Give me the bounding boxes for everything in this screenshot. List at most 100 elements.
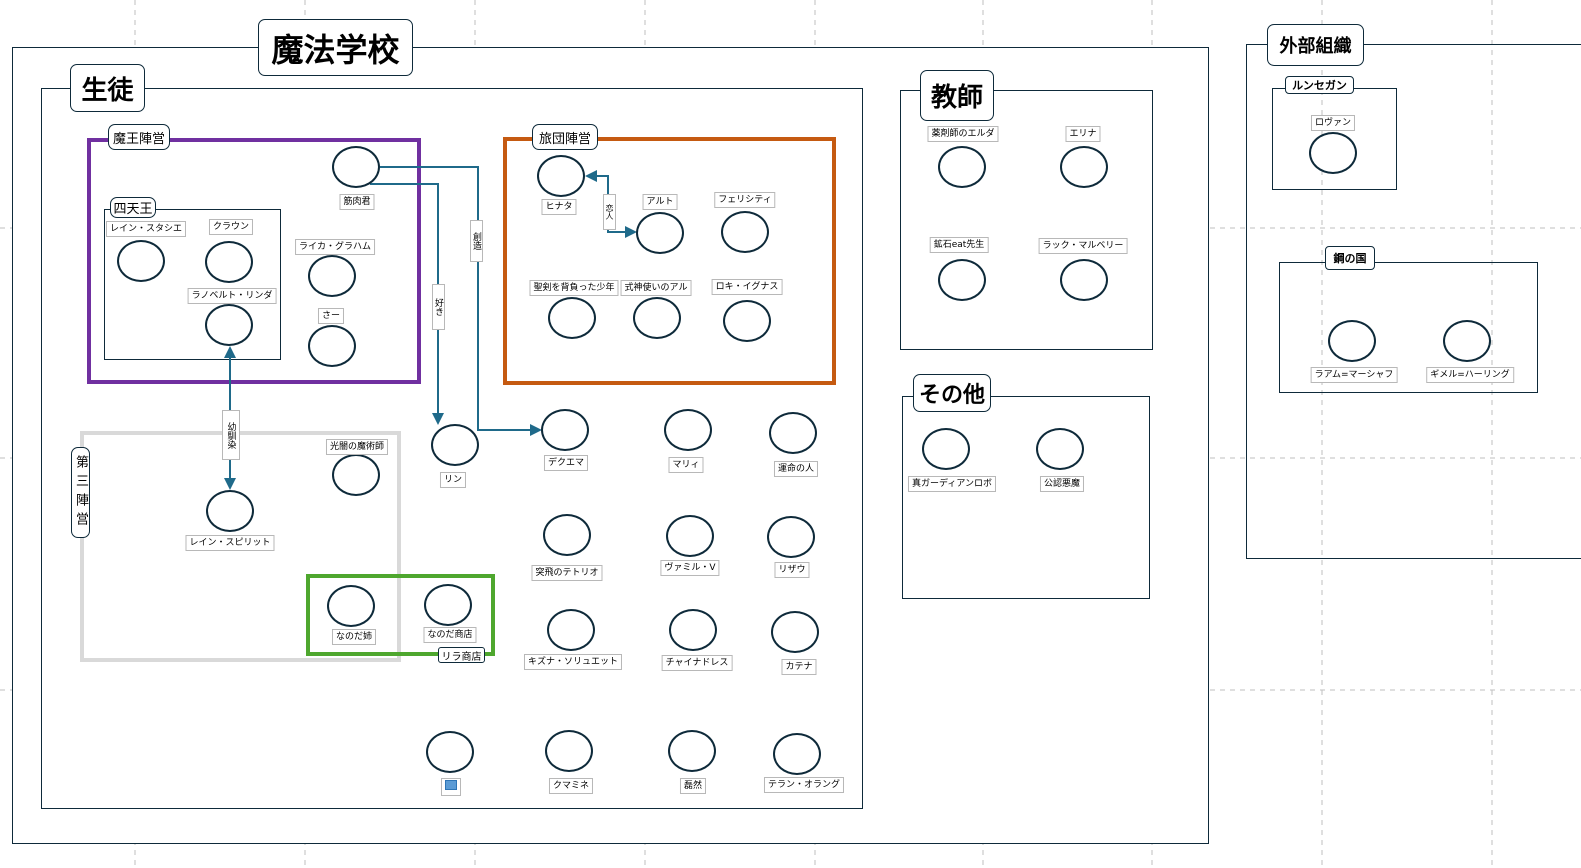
person-node[interactable] — [767, 516, 815, 558]
person-label: ロヴァン — [1310, 115, 1356, 131]
person-label: マリィ — [668, 457, 704, 473]
edge-label-like: 好き — [432, 284, 445, 330]
person-node[interactable] — [117, 240, 165, 282]
person-node[interactable] — [922, 428, 970, 470]
rira-frame — [306, 574, 495, 656]
person-node[interactable] — [547, 609, 595, 651]
person-node[interactable] — [1328, 320, 1376, 362]
runsegan-title: ルンセガン — [1285, 76, 1354, 94]
person-label: ライカ・グラハム — [295, 239, 375, 255]
edge-label-lovers: 恋人 — [603, 194, 616, 230]
person-node[interactable] — [769, 412, 817, 454]
person-node[interactable] — [773, 733, 821, 775]
person-node[interactable] — [543, 514, 591, 556]
person-label: クラウン — [208, 219, 254, 235]
school-title: 魔法学校 — [258, 19, 413, 76]
person-label: 磊然 — [679, 778, 707, 794]
external-title: 外部組織 — [1267, 24, 1364, 66]
person-label: 聖剣を背負った少年 — [529, 280, 619, 296]
edge-like — [370, 183, 444, 425]
person-label: ラノベルト・リンダ — [187, 288, 277, 304]
person-node[interactable] — [541, 409, 589, 451]
person-label: リン — [439, 472, 467, 488]
person-label: 式神使いのアル — [620, 280, 692, 296]
person-label: テラン・オラング — [763, 777, 845, 793]
person-node[interactable] — [327, 585, 375, 627]
teachers-frame — [900, 90, 1153, 350]
person-node[interactable] — [308, 255, 356, 297]
person-label: デクエマ — [543, 455, 589, 471]
others-frame — [902, 396, 1150, 599]
person-label: さー — [317, 308, 345, 324]
person-label: チャイナドレス — [661, 655, 733, 671]
person-node[interactable] — [426, 731, 474, 773]
person-label: ギメル=ハーリング — [1426, 367, 1514, 383]
person-label: 公認悪魔 — [1039, 476, 1085, 492]
person-label: アルト — [642, 194, 678, 210]
person-node[interactable] — [308, 325, 356, 367]
person-label: フェリシティ — [714, 192, 776, 208]
person-node[interactable] — [664, 409, 712, 451]
person-label: なのだ商店 — [423, 627, 477, 643]
person-node[interactable] — [633, 297, 681, 339]
maou-title: 魔王陣営 — [108, 124, 170, 150]
person-node[interactable] — [431, 424, 479, 466]
person-node[interactable] — [1060, 259, 1108, 301]
person-label: ロキ・イグナス — [711, 279, 783, 295]
person-node[interactable] — [548, 297, 596, 339]
person-node[interactable] — [721, 211, 769, 253]
person-label: なのだ姉 — [331, 629, 377, 645]
students-title: 生徒 — [70, 64, 145, 112]
person-node[interactable] — [332, 146, 380, 188]
person-node[interactable] — [1036, 428, 1084, 470]
person-label: ヒナタ — [541, 199, 577, 215]
person-node[interactable] — [1443, 320, 1491, 362]
person-label: カテナ — [781, 659, 817, 675]
edge-creation — [380, 166, 542, 436]
person-node[interactable] — [938, 146, 986, 188]
external-frame — [1246, 44, 1581, 559]
person-label: 薬剤師のエルダ — [927, 126, 999, 142]
daisan-frame — [80, 431, 401, 662]
ryodan-title: 旅団陣営 — [532, 124, 598, 150]
shitenou-frame — [104, 209, 281, 360]
person-node[interactable] — [669, 609, 717, 651]
person-node[interactable] — [1060, 146, 1108, 188]
person-label: キズナ・ソリュエット — [523, 654, 623, 670]
person-node[interactable] — [938, 259, 986, 301]
hagane-frame — [1279, 262, 1538, 393]
person-node[interactable] — [636, 212, 684, 254]
person-label: 光闇の魔術師 — [325, 439, 389, 455]
person-node[interactable] — [1309, 132, 1357, 174]
hagane-title: 鋼の国 — [1325, 246, 1375, 270]
person-label: ヴァミル・V — [660, 560, 720, 576]
daisan-title: 第三陣営 — [71, 447, 90, 538]
person-node[interactable] — [424, 584, 472, 626]
person-node[interactable] — [771, 611, 819, 653]
rira-title: リラ商店 — [438, 647, 485, 663]
person-node[interactable] — [723, 300, 771, 342]
person-node[interactable] — [332, 454, 380, 496]
person-label: 真ガーディアンロボ — [907, 476, 997, 492]
edge-label-creation: 創造 — [470, 220, 483, 262]
person-node[interactable] — [545, 730, 593, 772]
person-node[interactable] — [668, 730, 716, 772]
person-label: レイン・スピリット — [185, 535, 275, 551]
person-label: 運命の人 — [773, 461, 819, 477]
person-label: クマミネ — [548, 778, 594, 794]
teachers-title: 教師 — [920, 70, 994, 121]
person-node[interactable] — [205, 304, 253, 346]
edge-label-childhood: 幼馴染 — [222, 410, 240, 460]
person-node[interactable] — [205, 241, 253, 283]
ryodan-frame — [503, 137, 836, 385]
person-node[interactable] — [206, 490, 254, 532]
person-label: エリナ — [1065, 126, 1101, 142]
person-label: 突飛のテトリオ — [531, 565, 603, 581]
person-node[interactable] — [537, 155, 585, 197]
person-label: ラアム=マーシャフ — [1310, 367, 1398, 383]
person-node[interactable] — [666, 515, 714, 557]
image-icon — [441, 778, 461, 796]
person-label: レイン・スタシエ — [105, 221, 187, 237]
others-title: その他 — [913, 374, 991, 412]
person-label: リザウ — [774, 562, 810, 578]
